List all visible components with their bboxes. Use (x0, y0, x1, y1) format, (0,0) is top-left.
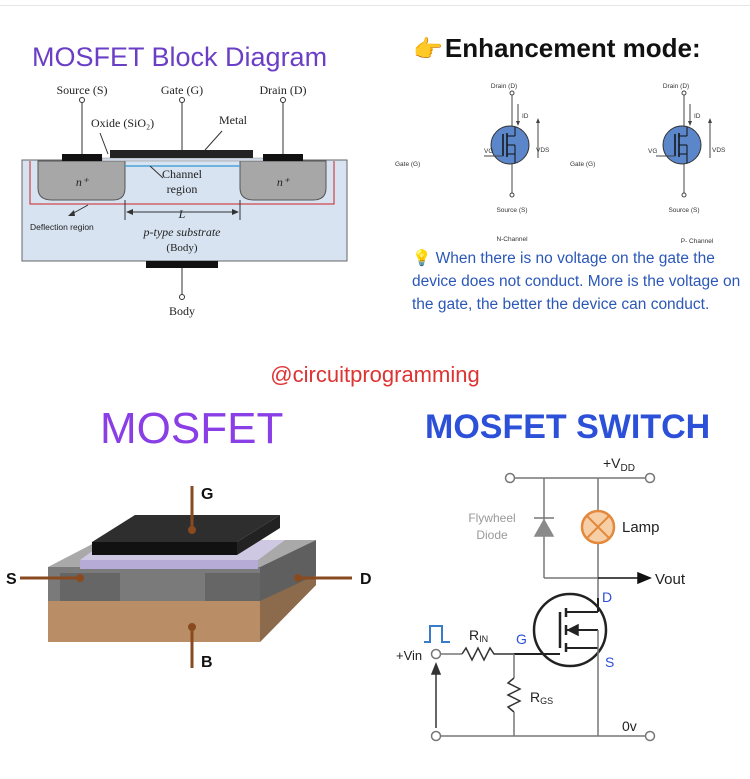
n-drain-label: Drain (D) (491, 83, 517, 90)
lightbulb-icon: 💡 (412, 250, 432, 267)
oxide-3d (80, 560, 258, 569)
rin-label: RIN (469, 627, 488, 644)
p-vds-label: VDS (712, 147, 726, 154)
mosfet-switch-title: MOSFET SWITCH (425, 408, 711, 446)
rgs-label: RGS (530, 689, 553, 706)
enhancement-title: 👉Enhancement mode: (413, 33, 701, 64)
pulse-icon (424, 625, 450, 643)
n-plus-well-left (37, 160, 126, 201)
gate-g-label: G (516, 631, 527, 647)
ground-right-terminal (644, 730, 656, 742)
b-label-3d: B (201, 654, 213, 671)
channel-label-1: Channel (162, 167, 203, 181)
flywheel-diode (533, 518, 555, 537)
substrate-front (48, 600, 260, 642)
oxide-layer (101, 157, 265, 162)
body-contact (146, 261, 218, 268)
p-vg-label: VG (648, 148, 657, 155)
lamp-label: Lamp (622, 519, 660, 536)
mosfet-title: MOSFET (100, 404, 284, 453)
switch-labels: +VDD Flywheel Diode Lamp Vout D G S RIN … (396, 455, 686, 734)
block-diagram: Source (S) Gate (G) Drain (D) Oxide (SiO… (21, 83, 348, 318)
gate-metal-3d (92, 542, 237, 555)
vout-arrow (637, 571, 652, 585)
source-s-label: S (605, 654, 614, 670)
enhancement-note: 💡 When there is no voltage on the gate t… (412, 247, 747, 316)
p-channel-symbol: Drain (D) ID VDS VG Gate (G) Source (S) … (570, 83, 726, 245)
vin-label: +Vin (396, 648, 422, 663)
p-id-label: ID (694, 113, 701, 120)
vin-terminal (430, 648, 442, 660)
p-drain-label: Drain (D) (663, 83, 689, 90)
drain-contact (263, 154, 303, 161)
block-diagram-title: MOSFET Block Diagram (32, 42, 328, 72)
s-label-3d: S (6, 571, 17, 588)
drain-label: Drain (D) (260, 83, 307, 97)
enhancement-title-text: Enhancement mode: (444, 33, 701, 63)
n-source-label: Source (S) (496, 207, 527, 214)
n-plus-well-right (239, 160, 327, 201)
n-channel-caption: N-Channel (496, 236, 528, 243)
substrate-label-1: p-type substrate (143, 225, 222, 239)
n-vg-label: VG (484, 148, 493, 155)
mosfet-3d-illustration: G S D B (6, 486, 372, 671)
flywheel-label-1: Flywheel (468, 511, 515, 525)
channel-label-2: region (167, 182, 198, 196)
zero-volt-label: 0v (622, 718, 637, 734)
metal-label: Metal (219, 113, 248, 127)
n-plus-right-label: n⁺ (277, 175, 291, 189)
deflection-outline (29, 161, 335, 205)
d-label-3d: D (360, 571, 372, 588)
rgs-resistor (506, 677, 522, 713)
length-label: L (178, 207, 186, 221)
metal-gate (110, 150, 253, 158)
pointing-hand-icon: 👉 (413, 36, 443, 63)
n-channel-symbol: Drain (D) ID VDS VG Gate (G) Source (S) … (395, 83, 550, 243)
source-contact (62, 154, 102, 161)
n-vds-label: VDS (536, 147, 550, 154)
n-plus-left-label: n⁺ (76, 175, 90, 189)
vdd-terminal (644, 472, 656, 484)
n-gate-label: Gate (G) (395, 161, 420, 168)
switch-circuit (424, 472, 656, 742)
source-label: Source (S) (57, 83, 108, 97)
vdd-label: +VDD (603, 455, 635, 474)
left-top-terminal (504, 472, 516, 484)
gate-label: Gate (G) (161, 83, 203, 97)
ground-left-terminal (430, 730, 442, 742)
oxide-label: Oxide (SiO₂) (91, 116, 154, 130)
p-source-label: Source (S) (668, 207, 699, 214)
body-label: Body (169, 304, 195, 318)
flywheel-label-2: Diode (476, 528, 508, 542)
deflection-label: Deflection region (30, 222, 94, 232)
drain-region (205, 573, 260, 601)
substrate-label-2: (Body) (166, 242, 198, 254)
enhancement-note-text: When there is no voltage on the gate the… (412, 250, 741, 313)
rin-resistor (461, 646, 514, 662)
p-gate-label: Gate (G) (570, 161, 595, 168)
author-handle: @circuitprogramming (270, 362, 480, 387)
vout-label: Vout (655, 571, 686, 588)
drain-d-label: D (602, 589, 612, 605)
p-channel-caption: P- Channel (681, 238, 714, 245)
n-id-label: ID (522, 113, 529, 120)
g-label-3d: G (201, 486, 213, 503)
top-divider (0, 5, 750, 6)
